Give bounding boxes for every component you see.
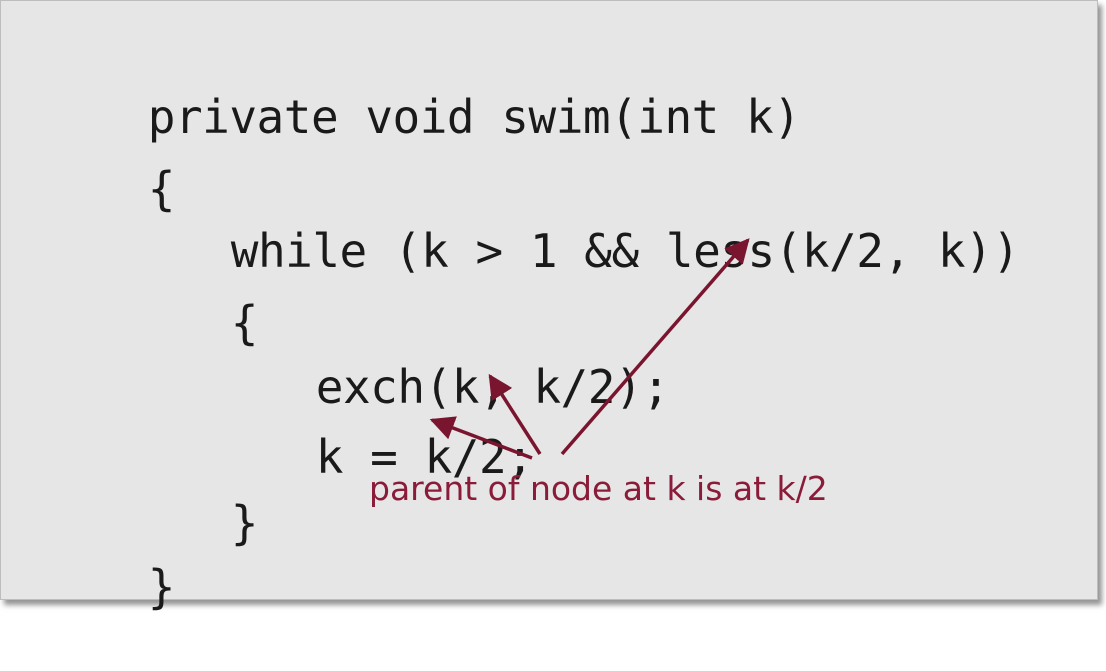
code-text: private void swim(int k) — [147, 90, 801, 144]
annotation-label: parent of node at k is at k/2 — [369, 469, 828, 508]
code-text: while (k > 1 && less(k/2, k)) — [230, 224, 1020, 278]
code-slide-panel: private void swim(int k) { while (k > 1 … — [0, 0, 1098, 614]
code-text: } — [147, 560, 176, 614]
code-line-close-brace: } — [39, 503, 176, 614]
code-text: { — [147, 162, 176, 216]
code-line-exch: exch(k, k/2); — [207, 303, 670, 414]
code-line-assign: k = k/2; — [207, 373, 534, 484]
code-line-open-brace: { — [39, 105, 176, 216]
code-line-while-open-brace: { — [122, 239, 259, 350]
code-text: } — [230, 496, 259, 550]
code-line-signature: private void swim(int k) — [39, 33, 801, 144]
code-line-while-close-brace: } — [122, 439, 259, 550]
code-line-while: while (k > 1 && less(k/2, k)) — [122, 167, 1020, 278]
code-text: { — [230, 296, 259, 350]
